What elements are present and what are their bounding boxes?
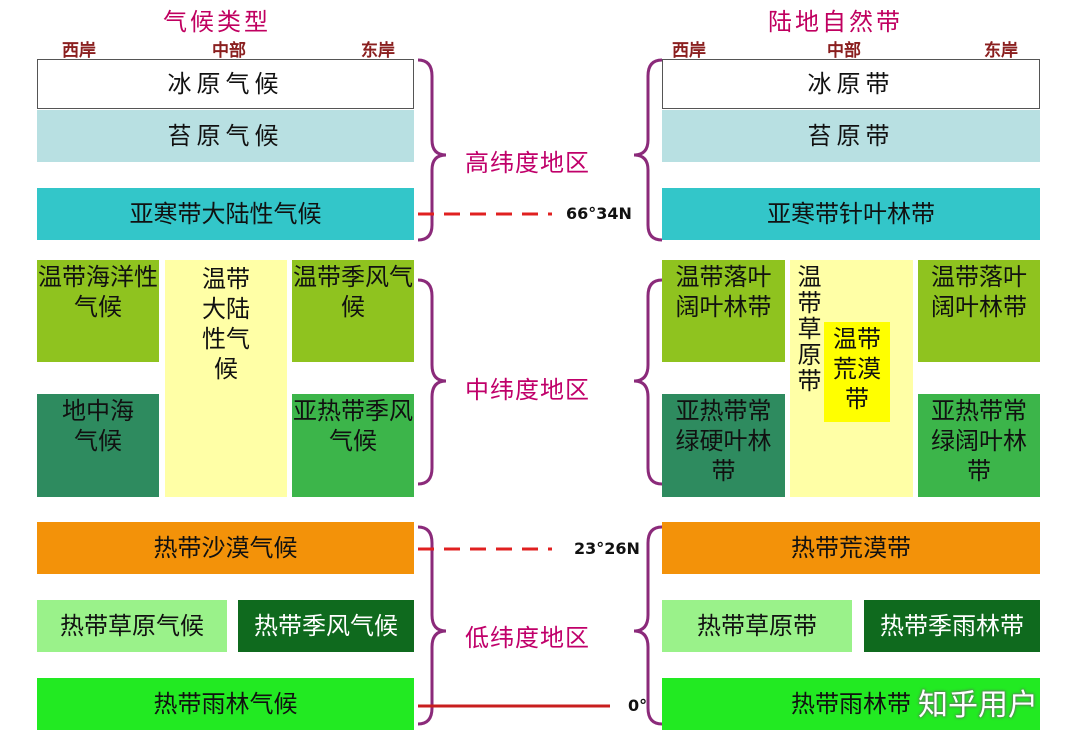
climate-temperate-monsoon: 温带季风气候 [292,260,414,362]
left-middle-label: 中部 [212,41,246,61]
climate-subarctic-continental: 亚寒带大陆性气候 [37,188,414,240]
zone-temperate-steppe: 温带草原带 [793,264,821,394]
right-brace-high [633,58,663,242]
zone-ice-sheet: 冰原带 [662,59,1040,109]
region-low-latitude: 低纬度地区 [465,624,590,652]
zone-tundra: 苔原带 [662,110,1040,162]
latitude-arctic: 66°34N [566,204,632,223]
climate-tropical-monsoon: 热带季风气候 [238,600,414,652]
left-west-label: 西岸 [62,41,96,61]
latitude-equator: 0° [628,696,648,715]
zone-subtropical-sclerophyll: 亚热带常绿硬叶林带 [662,394,785,497]
watermark: 知乎用户 [918,688,1038,723]
zone-tropical-savanna: 热带草原带 [662,600,852,652]
right-brace-mid [633,278,663,486]
region-high-latitude: 高纬度地区 [465,149,590,177]
right-title: 陆地自然带 [768,8,903,36]
zone-tropical-monsoon-forest: 热带季雨林带 [864,600,1040,652]
climate-tropical-rainforest: 热带雨林气候 [37,678,414,730]
climate-ice-cap: 冰原气候 [37,59,414,109]
zone-subtropical-evergreen: 亚热带常绿阔叶林带 [918,394,1040,497]
left-brace-low [417,525,447,726]
climate-temperate-maritime: 温带海洋性气候 [37,260,159,362]
zone-temperate-desert: 温带荒漠带 [824,322,890,422]
latitude-tropic: 23°26N [574,539,640,558]
zone-tropical-desert: 热带荒漠带 [662,522,1040,574]
climate-mediterranean: 地中海气候 [37,394,159,497]
zone-tropical-rainforest: 热带雨林带 [662,678,1040,730]
right-middle-label: 中部 [827,41,861,61]
right-west-label: 西岸 [672,41,706,61]
climate-tropical-desert: 热带沙漠气候 [37,522,414,574]
climate-subtropical-monsoon: 亚热带季风气候 [292,394,414,497]
right-east-label: 东岸 [984,41,1018,61]
region-mid-latitude: 中纬度地区 [465,376,590,404]
right-brace-low [633,525,663,726]
zone-temperate-deciduous-east: 温带落叶阔叶林带 [918,260,1040,362]
left-brace-high [417,58,447,242]
left-east-label: 东岸 [361,41,395,61]
zone-temperate-deciduous-west: 温带落叶阔叶林带 [662,260,785,362]
climate-tundra: 苔原气候 [37,110,414,162]
climate-temperate-continental: 温带大陆性气候 [165,260,287,497]
zone-taiga: 亚寒带针叶林带 [662,188,1040,240]
left-title: 气候类型 [163,8,271,36]
left-brace-mid [417,278,447,486]
climate-tropical-savanna: 热带草原气候 [37,600,227,652]
